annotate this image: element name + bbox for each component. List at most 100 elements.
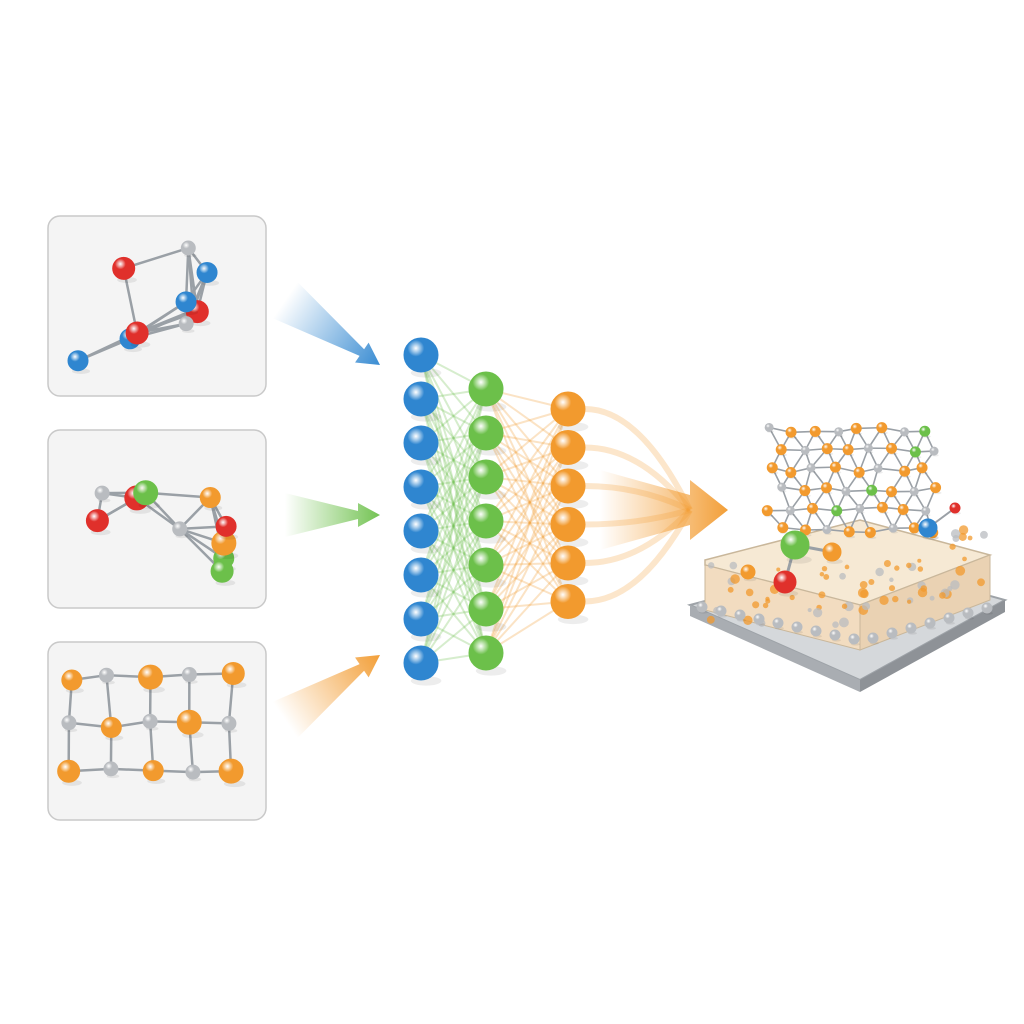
slab-speckle (743, 615, 753, 625)
connection (420, 442, 487, 610)
orange-node (550, 507, 586, 542)
slab-speckle (967, 535, 973, 541)
orange-node (550, 430, 586, 465)
connection (485, 562, 569, 654)
blue-node (403, 381, 439, 417)
connection (485, 432, 569, 526)
lattice-atom (775, 444, 787, 456)
slab-speckle (730, 574, 740, 584)
connection (420, 442, 487, 566)
lattice-atom (834, 427, 844, 437)
slab-speckle (839, 572, 846, 580)
input-layer (403, 337, 442, 686)
slab-speckle (958, 532, 967, 541)
red-atom (125, 321, 149, 345)
connection (420, 564, 487, 664)
green-node (468, 547, 504, 583)
orange-atom (218, 758, 244, 784)
slab-speckle (745, 588, 754, 597)
slab-speckle (917, 566, 924, 572)
lattice-atom (876, 422, 888, 434)
molecule-panel-3 (47, 641, 267, 821)
green-node (468, 459, 504, 495)
connection (420, 354, 487, 522)
lattice-atom (809, 425, 821, 437)
slab-speckle (727, 586, 734, 593)
connection (420, 486, 487, 654)
input-arrows (272, 281, 380, 739)
gray-atom (98, 667, 114, 683)
slab-speckle (958, 525, 969, 535)
slab-speckle (939, 592, 946, 599)
connection (420, 354, 487, 478)
connection (485, 432, 569, 564)
connection (420, 476, 487, 576)
platform-side-right (860, 600, 1005, 692)
connection (485, 523, 569, 654)
platform-side-left (690, 605, 860, 692)
blue-atom (918, 518, 938, 538)
blue-node (403, 513, 439, 549)
lattice-atom (777, 482, 787, 492)
lattice-atom (761, 505, 773, 517)
green-atom (133, 480, 159, 506)
lattice-atom (800, 445, 810, 455)
lattice-atom (806, 463, 816, 473)
gray-atom (848, 633, 860, 645)
orange-atom (740, 564, 756, 580)
slab-speckle (949, 543, 956, 550)
lattice-atom (785, 426, 797, 438)
slab-speckle (894, 565, 900, 571)
lattice-atom (799, 485, 811, 497)
blue-node (403, 557, 439, 593)
slab-speckle (929, 595, 935, 601)
gray-atom (905, 622, 917, 634)
orange-node (550, 391, 586, 427)
slab-speckle (752, 601, 760, 609)
lattice-atom (853, 466, 865, 478)
blue-atom (175, 291, 197, 313)
slab-speckle (950, 580, 960, 590)
lattice-atom (850, 422, 862, 434)
neural-network (403, 337, 589, 686)
molecule-panel-2 (47, 429, 267, 609)
slab-speckle (980, 530, 988, 539)
gray-atom (772, 617, 784, 629)
lattice-atom (822, 525, 832, 535)
gray-atom (924, 617, 936, 629)
green-node (468, 371, 504, 407)
slab-speckle (706, 615, 715, 624)
gray-atom (943, 612, 955, 624)
connection (485, 388, 569, 487)
connection (420, 530, 487, 654)
gray-atom (829, 629, 841, 641)
lattice-atom (777, 522, 789, 534)
fan-stroke (584, 508, 693, 605)
lattice-atom (843, 526, 855, 538)
green-arrow (285, 493, 380, 537)
slab-speckle (883, 560, 891, 568)
connection (485, 485, 569, 610)
arrow-shape (272, 655, 380, 739)
lattice-atom (831, 505, 843, 517)
slab-speckle (920, 585, 928, 592)
slab-speckle (917, 558, 922, 563)
slab-speckle (776, 567, 781, 572)
gray-atom (94, 485, 110, 501)
slab-speckle (729, 561, 738, 570)
connection (485, 520, 569, 603)
lattice-atom (807, 502, 819, 514)
orange-node (550, 584, 586, 619)
lattice-atom (873, 463, 883, 473)
lattice-atom (876, 501, 888, 513)
slab-speckle (879, 595, 889, 605)
slab-speckle (906, 562, 912, 569)
slab-speckle (823, 573, 830, 580)
slab-speckle (906, 599, 912, 604)
green-atom (780, 530, 810, 560)
slab-speckle (875, 567, 884, 577)
lattice-atom (764, 422, 774, 432)
lattice-atom (919, 425, 931, 437)
green-node (468, 591, 504, 627)
